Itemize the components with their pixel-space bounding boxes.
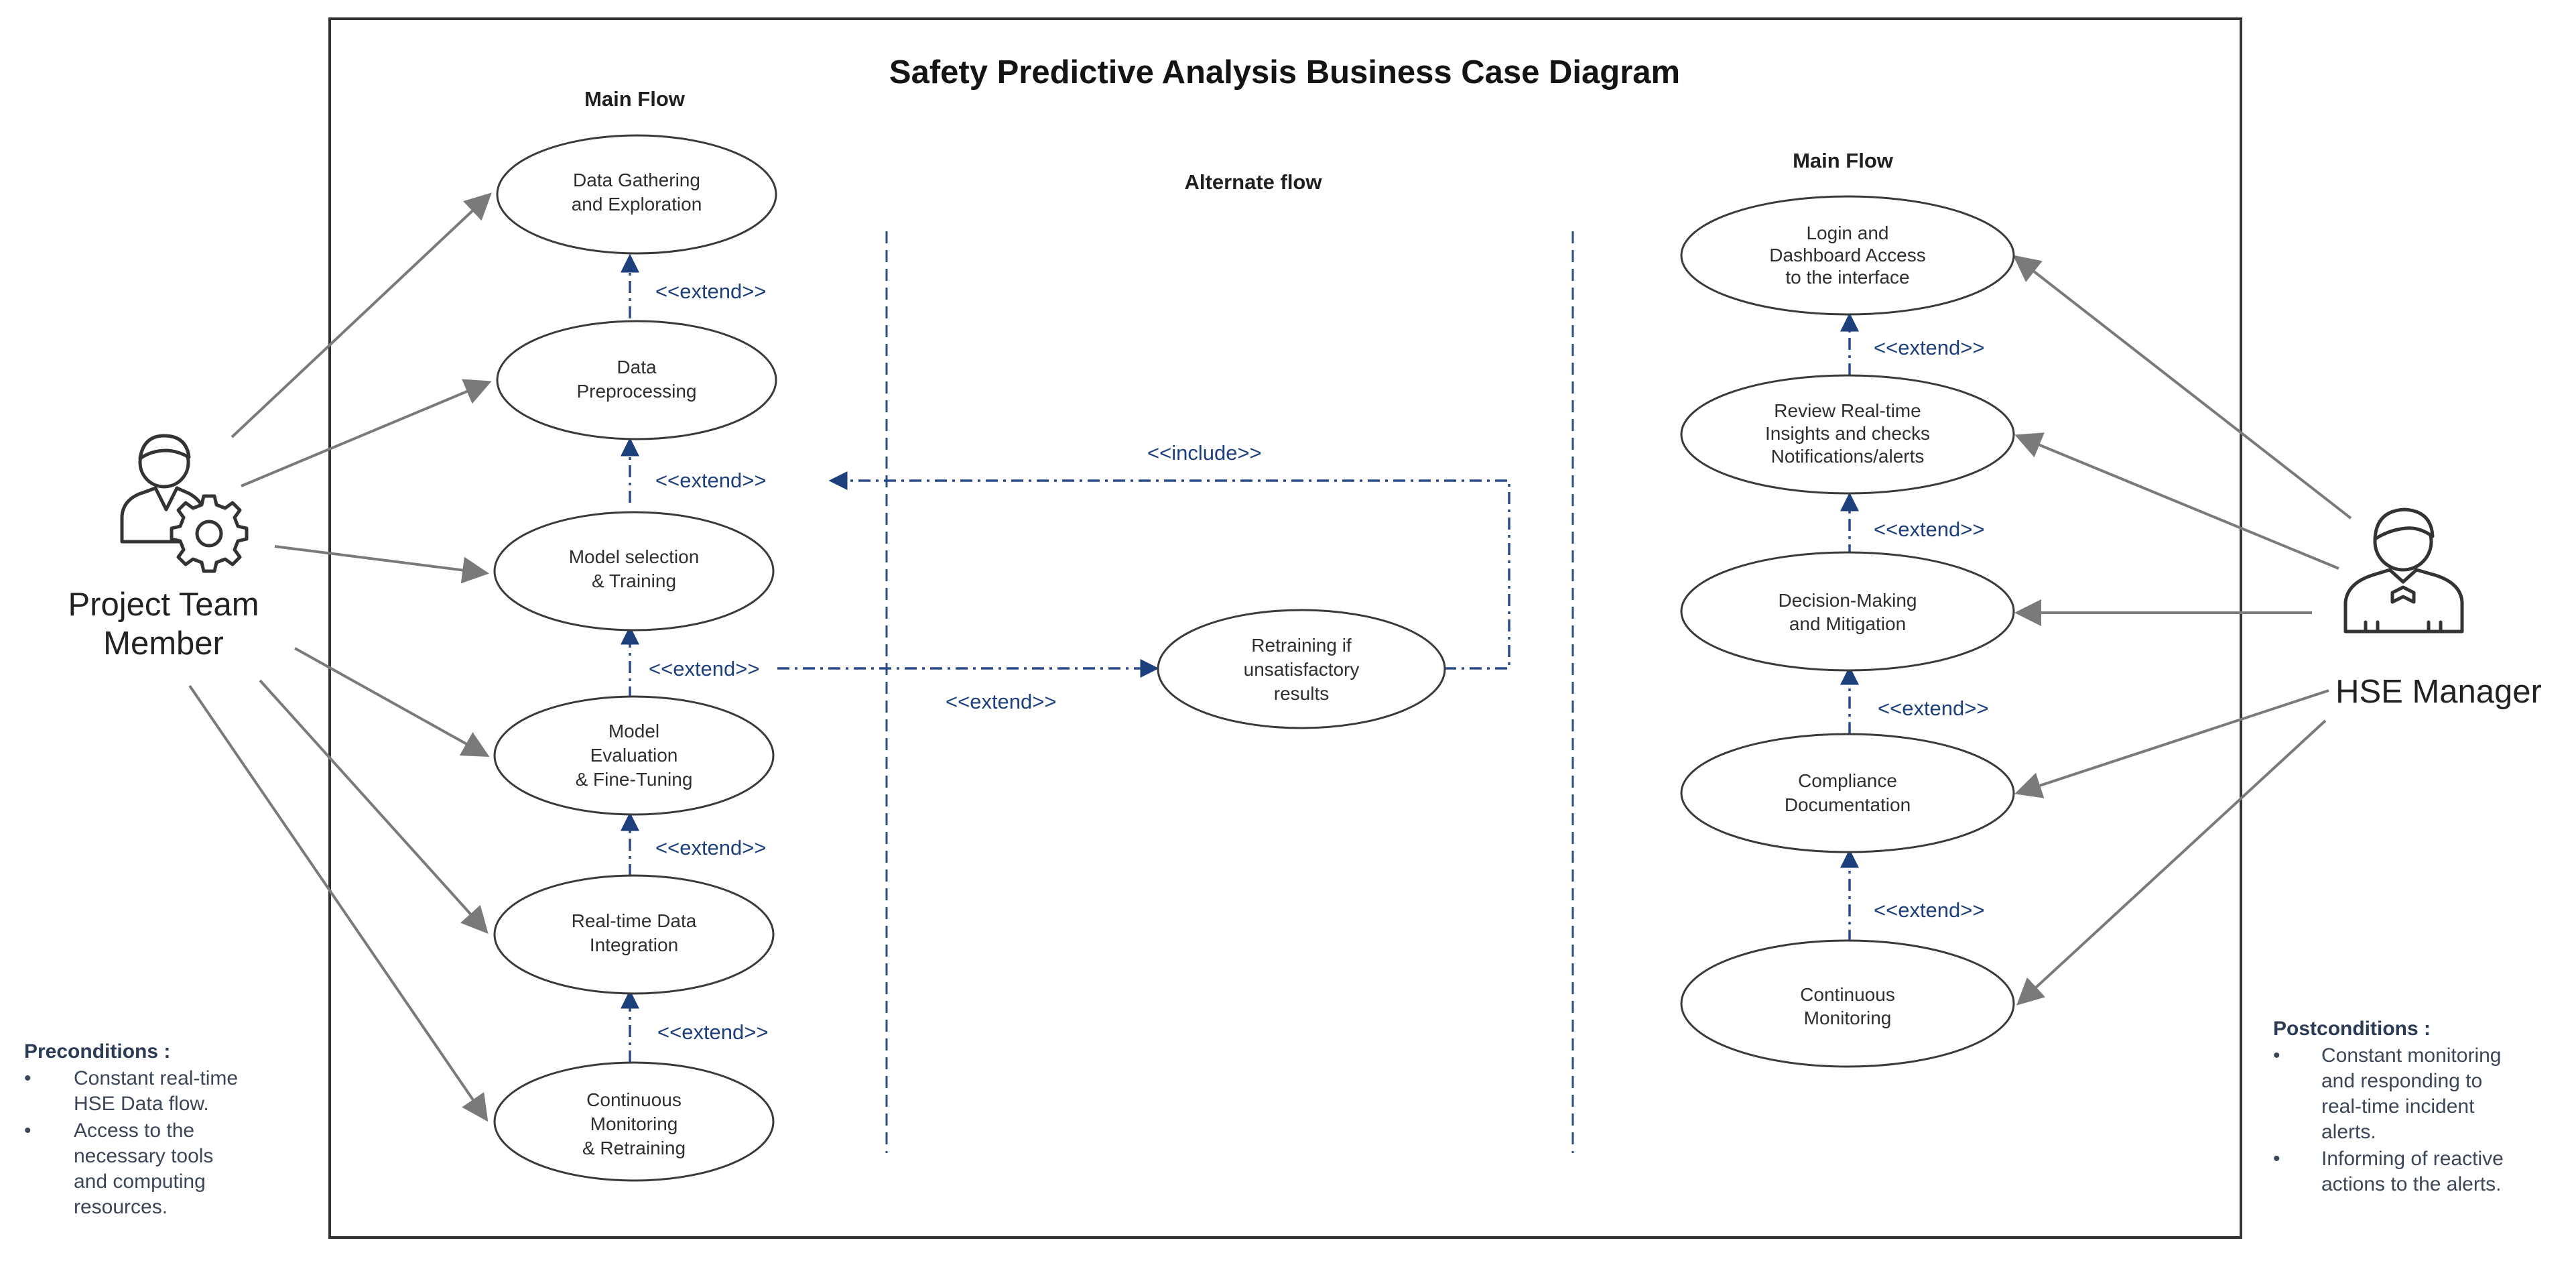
bullet: • bbox=[2273, 1148, 2280, 1170]
use-case-login-dashboard[interactable]: Login and Dashboard Access to the interf… bbox=[1680, 195, 2015, 316]
postconditions-heading: Postconditions : bbox=[2273, 1018, 2431, 1040]
use-case-label: & Fine-Tuning bbox=[576, 769, 693, 790]
extend-label: <<extend>> bbox=[1874, 898, 1985, 922]
bullet: • bbox=[24, 1120, 31, 1142]
precondition-line: Access to the bbox=[74, 1120, 194, 1142]
use-case-label: Dashboard Access bbox=[1769, 245, 1925, 265]
use-case-label: Review Real-time bbox=[1774, 400, 1921, 421]
extend-label: <<extend>> bbox=[1874, 518, 1985, 541]
use-case-data-gathering[interactable]: Data Gathering and Exploration bbox=[496, 134, 777, 255]
postcondition-line: actions to the alerts. bbox=[2321, 1173, 2501, 1195]
use-case-label: Preprocessing bbox=[577, 381, 697, 402]
postcondition-line: real-time incident bbox=[2321, 1095, 2475, 1118]
use-case-label: Login and bbox=[1806, 223, 1888, 243]
precondition-line: necessary tools bbox=[74, 1145, 213, 1167]
use-case-label: unsatisfactory bbox=[1244, 659, 1360, 680]
use-case-continuous-monitoring[interactable]: Continuous Monitoring bbox=[1680, 939, 2015, 1068]
use-case-label: Model selection bbox=[569, 546, 700, 567]
postcondition-line: Constant monitoring bbox=[2321, 1044, 2501, 1067]
use-case-label: Continuous bbox=[586, 1089, 682, 1110]
use-case-label: Evaluation bbox=[590, 745, 678, 766]
use-case-label: Data Gathering bbox=[573, 170, 700, 190]
use-case-label: Model bbox=[608, 721, 659, 741]
engineer-gear-icon bbox=[120, 434, 249, 573]
use-case-label: Integration bbox=[590, 935, 678, 955]
use-case-label: Monitoring bbox=[590, 1114, 678, 1134]
extend-label: <<extend>> bbox=[649, 657, 760, 680]
extend-label: <<extend>> bbox=[655, 469, 767, 492]
use-case-model-selection[interactable]: Model selection & Training bbox=[493, 511, 775, 632]
use-case-label: Real-time Data bbox=[572, 910, 697, 931]
left-main-flow-heading: Main Flow bbox=[584, 87, 686, 111]
use-case-label: & Training bbox=[592, 570, 676, 591]
use-case-label: Data bbox=[617, 357, 657, 377]
use-case-data-preprocessing[interactable]: Data Preprocessing bbox=[496, 320, 777, 440]
use-case-decision-making[interactable]: Decision-Making and Mitigation bbox=[1680, 551, 2015, 672]
project-team-associations bbox=[188, 192, 492, 1122]
use-case-model-evaluation[interactable]: Model Evaluation & Fine-Tuning bbox=[493, 695, 775, 816]
hse-manager-associations bbox=[2012, 255, 2352, 1006]
extend-label: <<extend>> bbox=[655, 280, 767, 303]
use-case-label: to the interface bbox=[1785, 267, 1909, 288]
postcondition-line: and responding to bbox=[2321, 1070, 2482, 1092]
actor-label-project-team: Member bbox=[103, 625, 224, 662]
precondition-line: and computing bbox=[74, 1170, 206, 1193]
precondition-line: resources. bbox=[74, 1196, 168, 1218]
use-case-label: Continuous bbox=[1800, 984, 1895, 1005]
actor-label-hse-manager: HSE Manager bbox=[2335, 674, 2542, 710]
use-case-continuous-monitoring-retraining[interactable]: Continuous Monitoring & Retraining bbox=[493, 1061, 775, 1182]
preconditions-heading: Preconditions : bbox=[24, 1040, 170, 1063]
extend-label: <<extend>> bbox=[946, 690, 1057, 713]
bullet: • bbox=[2273, 1044, 2280, 1067]
use-case-label: Decision-Making bbox=[1779, 590, 1917, 611]
use-case-label: Notifications/alerts bbox=[1771, 446, 1925, 467]
use-case-label: Monitoring bbox=[1804, 1008, 1892, 1028]
bullet: • bbox=[24, 1067, 31, 1089]
alternate-flow-heading: Alternate flow bbox=[1185, 170, 1323, 194]
extend-label: <<extend>> bbox=[1874, 336, 1985, 359]
include-label: <<include>> bbox=[1147, 441, 1262, 465]
use-case-label: and Mitigation bbox=[1789, 613, 1906, 634]
actor-label-project-team: Project Team bbox=[68, 587, 259, 623]
use-case-compliance-documentation[interactable]: Compliance Documentation bbox=[1680, 733, 2015, 853]
use-case-label: Insights and checks bbox=[1765, 423, 1930, 444]
preconditions-note: Preconditions : • Constant real-time HSE… bbox=[24, 1040, 238, 1218]
use-case-retraining[interactable]: Retraining if unsatisfactory results bbox=[1157, 609, 1446, 729]
use-case-label: Compliance bbox=[1798, 770, 1897, 791]
extend-label: <<extend>> bbox=[657, 1020, 769, 1044]
system-boundary bbox=[328, 17, 2242, 1239]
postcondition-line: Informing of reactive bbox=[2321, 1148, 2504, 1170]
extend-label: <<extend>> bbox=[1878, 697, 1989, 720]
use-case-real-time-integration[interactable]: Real-time Data Integration bbox=[493, 874, 775, 995]
right-main-flow-heading: Main Flow bbox=[1793, 149, 1894, 172]
use-case-review-insights[interactable]: Review Real-time Insights and checks Not… bbox=[1680, 374, 2015, 495]
extend-label: <<extend>> bbox=[655, 836, 767, 859]
use-case-label: results bbox=[1274, 683, 1329, 704]
use-case-label: and Exploration bbox=[572, 194, 702, 215]
precondition-line: HSE Data flow. bbox=[74, 1093, 209, 1115]
use-case-label: Documentation bbox=[1785, 794, 1911, 815]
diagram-title: Safety Predictive Analysis Business Case… bbox=[889, 54, 1680, 91]
use-case-label: Retraining if bbox=[1251, 635, 1352, 656]
manager-icon bbox=[2343, 507, 2464, 634]
use-case-label: & Retraining bbox=[582, 1138, 686, 1158]
alternate-flow-connections bbox=[777, 471, 1510, 678]
precondition-line: Constant real-time bbox=[74, 1067, 238, 1089]
postconditions-note: Postconditions : • Constant monitoring a… bbox=[2273, 1018, 2504, 1195]
postcondition-line: alerts. bbox=[2321, 1121, 2376, 1143]
